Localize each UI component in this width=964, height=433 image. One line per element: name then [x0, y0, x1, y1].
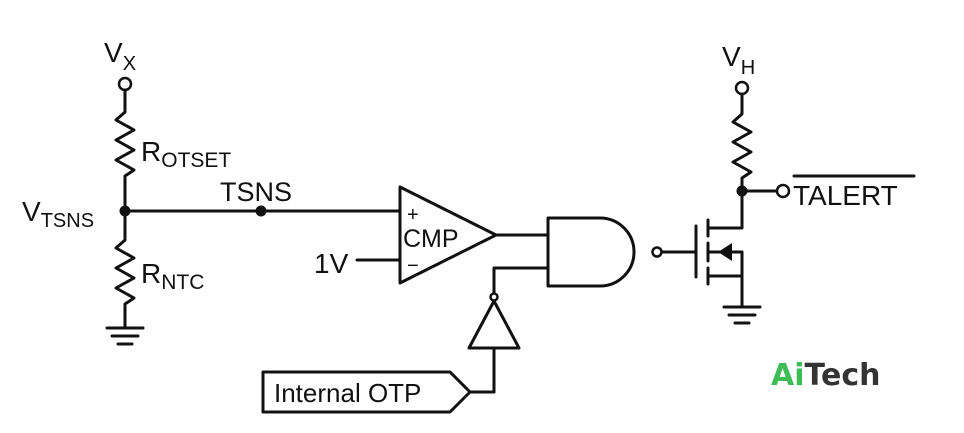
r-ntc-label: RNTC — [141, 258, 204, 294]
tsns-junction-dot — [255, 205, 267, 217]
ref-voltage-label: 1V — [314, 248, 349, 279]
internal-otp-block — [261, 370, 472, 414]
aitech-watermark: AiTech — [771, 358, 880, 393]
talert-output-terminal — [775, 183, 791, 199]
vh-label: VH — [722, 41, 755, 79]
vtsns-label: VTSNS — [22, 196, 94, 232]
buffer-output-bubble — [489, 292, 499, 302]
ground-symbol-left — [105, 326, 145, 346]
nand-gate — [546, 216, 663, 288]
vx-supply-terminal — [117, 76, 133, 107]
ground-symbol-right — [722, 305, 762, 325]
otp-input-wire — [492, 266, 550, 302]
tsns-label: TSNS — [220, 177, 292, 207]
resistor-r-otset — [114, 103, 136, 213]
cmp-label: CMP — [403, 225, 459, 253]
vx-label: VX — [104, 37, 136, 75]
resistor-r-ntc — [114, 209, 136, 330]
vh-supply-terminal — [734, 80, 750, 110]
nmos-transistor — [694, 189, 744, 309]
comparator — [398, 185, 498, 285]
internal-otp-label: Internal OTP — [274, 378, 421, 408]
talert-label: TALERT — [793, 180, 898, 211]
cmp-plus-sign: + — [407, 204, 419, 226]
cmp-minus-sign: − — [407, 255, 419, 277]
buffer-gate — [467, 299, 521, 350]
pullup-resistor — [731, 106, 753, 193]
r-otset-label: ROTSET — [141, 136, 231, 172]
